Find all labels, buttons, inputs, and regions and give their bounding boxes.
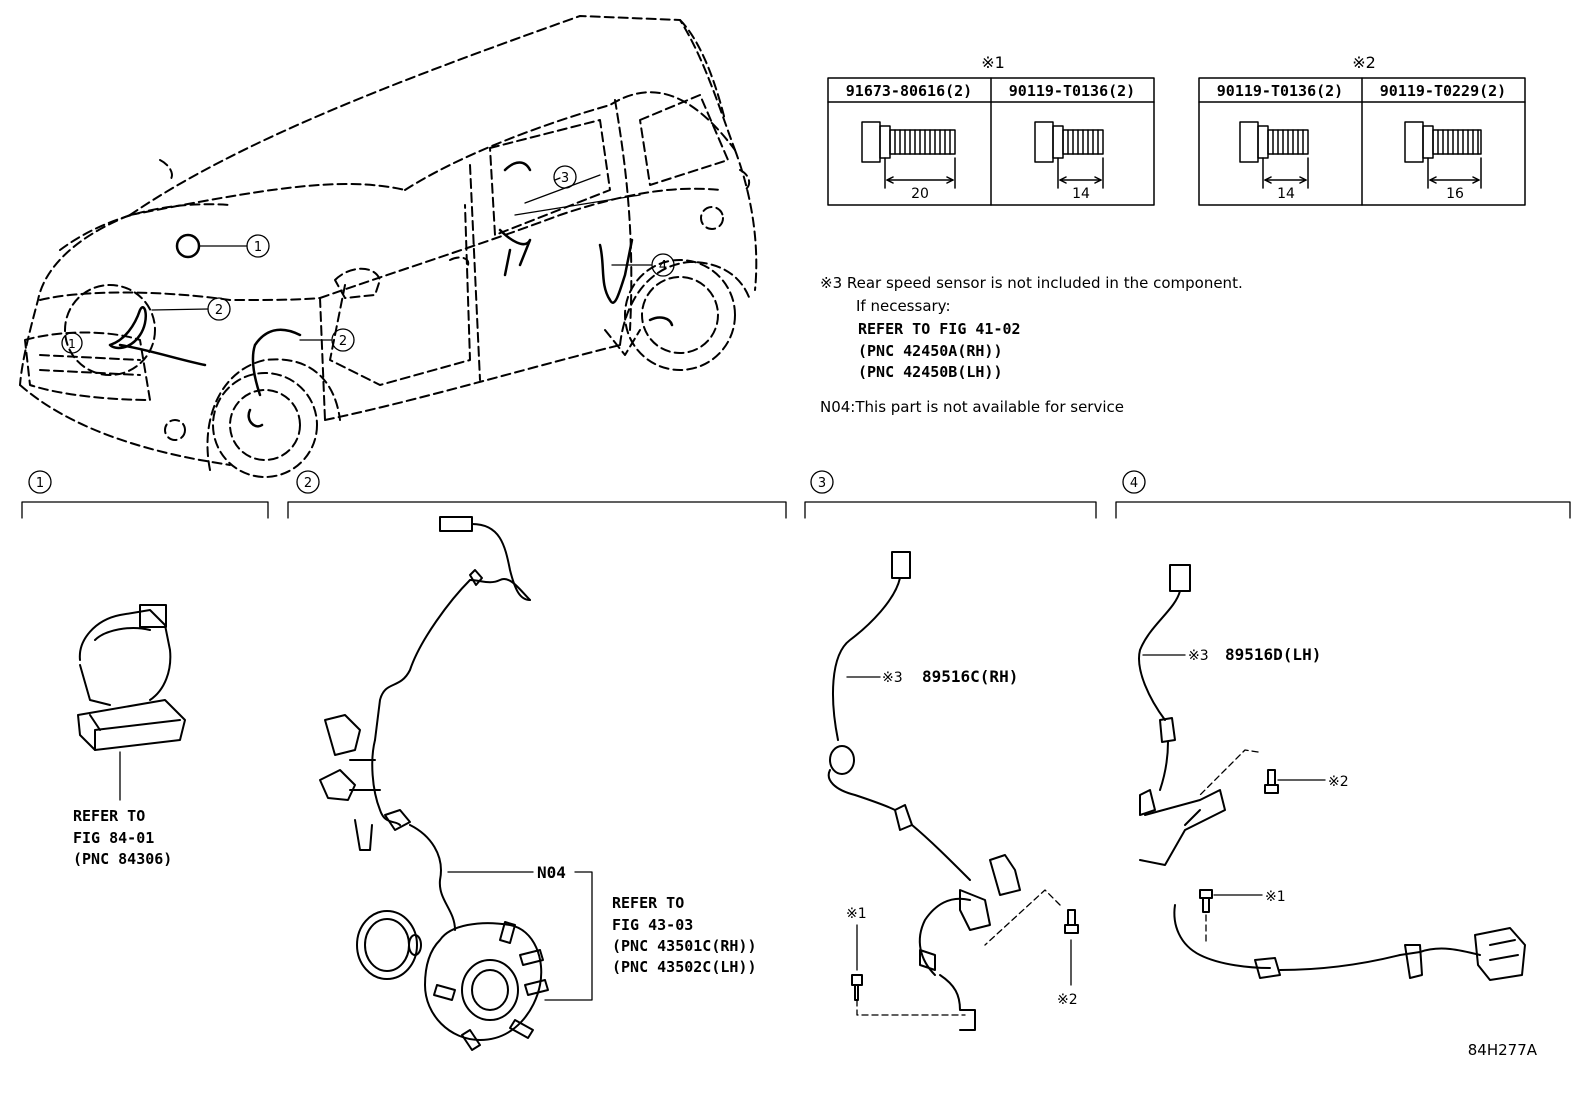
section2-n04-label: N04 bbox=[537, 863, 566, 882]
bolt-icon-3 bbox=[1239, 121, 1309, 189]
figure-id: 84H277A bbox=[1468, 1041, 1538, 1059]
callout-4-vehicle: 4 bbox=[659, 259, 667, 274]
section1-ref-line1: REFER TO bbox=[73, 807, 145, 825]
section4-part-mark: ※3 bbox=[1188, 648, 1209, 664]
callout-2-vehicle-b: 2 bbox=[339, 334, 347, 349]
bolt-icon-1 bbox=[861, 121, 956, 189]
bolt-icon-4 bbox=[1404, 121, 1482, 189]
section4-bolt2-mark: ※2 bbox=[1328, 774, 1349, 790]
note3-line4: (PNC 42450A(RH)) bbox=[858, 342, 1003, 360]
section3-bolt1-mark: ※1 bbox=[846, 906, 867, 922]
section2-ref-line4: (PNC 43502C(LH)) bbox=[612, 958, 757, 976]
callout-2-vehicle-a: 2 bbox=[215, 303, 223, 318]
bolt-table-1 bbox=[827, 77, 1155, 206]
bolt-icon-2 bbox=[1034, 121, 1104, 189]
section3-number: 3 bbox=[818, 476, 826, 491]
section4-bolt1-mark: ※1 bbox=[1265, 889, 1286, 905]
rear-lh-sensor-illustration bbox=[1138, 564, 1526, 981]
callout-1-vehicle: 1 bbox=[254, 240, 262, 255]
table1-dim2: 14 bbox=[1072, 186, 1090, 202]
note3-line1: ※3 Rear speed sensor is not included in … bbox=[820, 274, 1243, 292]
section4-number: 4 bbox=[1130, 476, 1138, 491]
section3-leaders bbox=[846, 676, 1072, 1016]
section4-leaders bbox=[1142, 654, 1326, 946]
n04-note: N04:This part is not available for servi… bbox=[820, 398, 1124, 416]
table2-mark: ※2 bbox=[1352, 53, 1376, 72]
callout-circles bbox=[28, 165, 1146, 494]
section2-leaders bbox=[447, 871, 593, 1001]
callout-3-vehicle: 3 bbox=[561, 171, 569, 186]
section2-ref-line2: FIG 43-03 bbox=[612, 916, 693, 934]
table2-part2: 90119-T0229(2) bbox=[1380, 82, 1506, 100]
table1-mark: ※1 bbox=[981, 53, 1005, 72]
section2-ref-line1: REFER TO bbox=[612, 894, 684, 912]
section2-ref-line3: (PNC 43501C(RH)) bbox=[612, 937, 757, 955]
table2-dim1: 14 bbox=[1277, 186, 1295, 202]
section3-part-number: 89516C(RH) bbox=[922, 667, 1018, 686]
note3-line5: (PNC 42450B(LH)) bbox=[858, 363, 1003, 381]
note3-line3: REFER TO FIG 41-02 bbox=[858, 320, 1021, 338]
table1-part2: 90119-T0136(2) bbox=[1009, 82, 1135, 100]
vehicle-illustration bbox=[19, 15, 758, 478]
section1-ref-line2: FIG 84-01 bbox=[73, 829, 154, 847]
section2-number: 2 bbox=[304, 476, 312, 491]
bolt-table-2 bbox=[1198, 77, 1526, 206]
front-speed-sensor-illustration bbox=[319, 516, 549, 1051]
yaw-sensor-illustration bbox=[77, 604, 186, 801]
table1-dim1: 20 bbox=[911, 186, 929, 202]
section3-part-mark: ※3 bbox=[882, 670, 903, 686]
callout-1-grille: 1 bbox=[68, 337, 76, 351]
table2-part1: 90119-T0136(2) bbox=[1217, 82, 1343, 100]
section3-bolt2-mark: ※2 bbox=[1057, 992, 1078, 1008]
section4-part-number: 89516D(LH) bbox=[1225, 645, 1321, 664]
callout-leaders bbox=[151, 174, 652, 341]
vehicle-wiring bbox=[108, 161, 674, 428]
rear-rh-sensor-illustration bbox=[827, 551, 1079, 1031]
section1-ref-line3: (PNC 84306) bbox=[73, 850, 172, 868]
table2-dim2: 16 bbox=[1446, 186, 1464, 202]
table1-part1: 91673-80616(2) bbox=[846, 82, 972, 100]
note3-line2: If necessary: bbox=[856, 297, 951, 315]
section1-number: 1 bbox=[36, 476, 44, 491]
section-brackets bbox=[21, 501, 1571, 519]
